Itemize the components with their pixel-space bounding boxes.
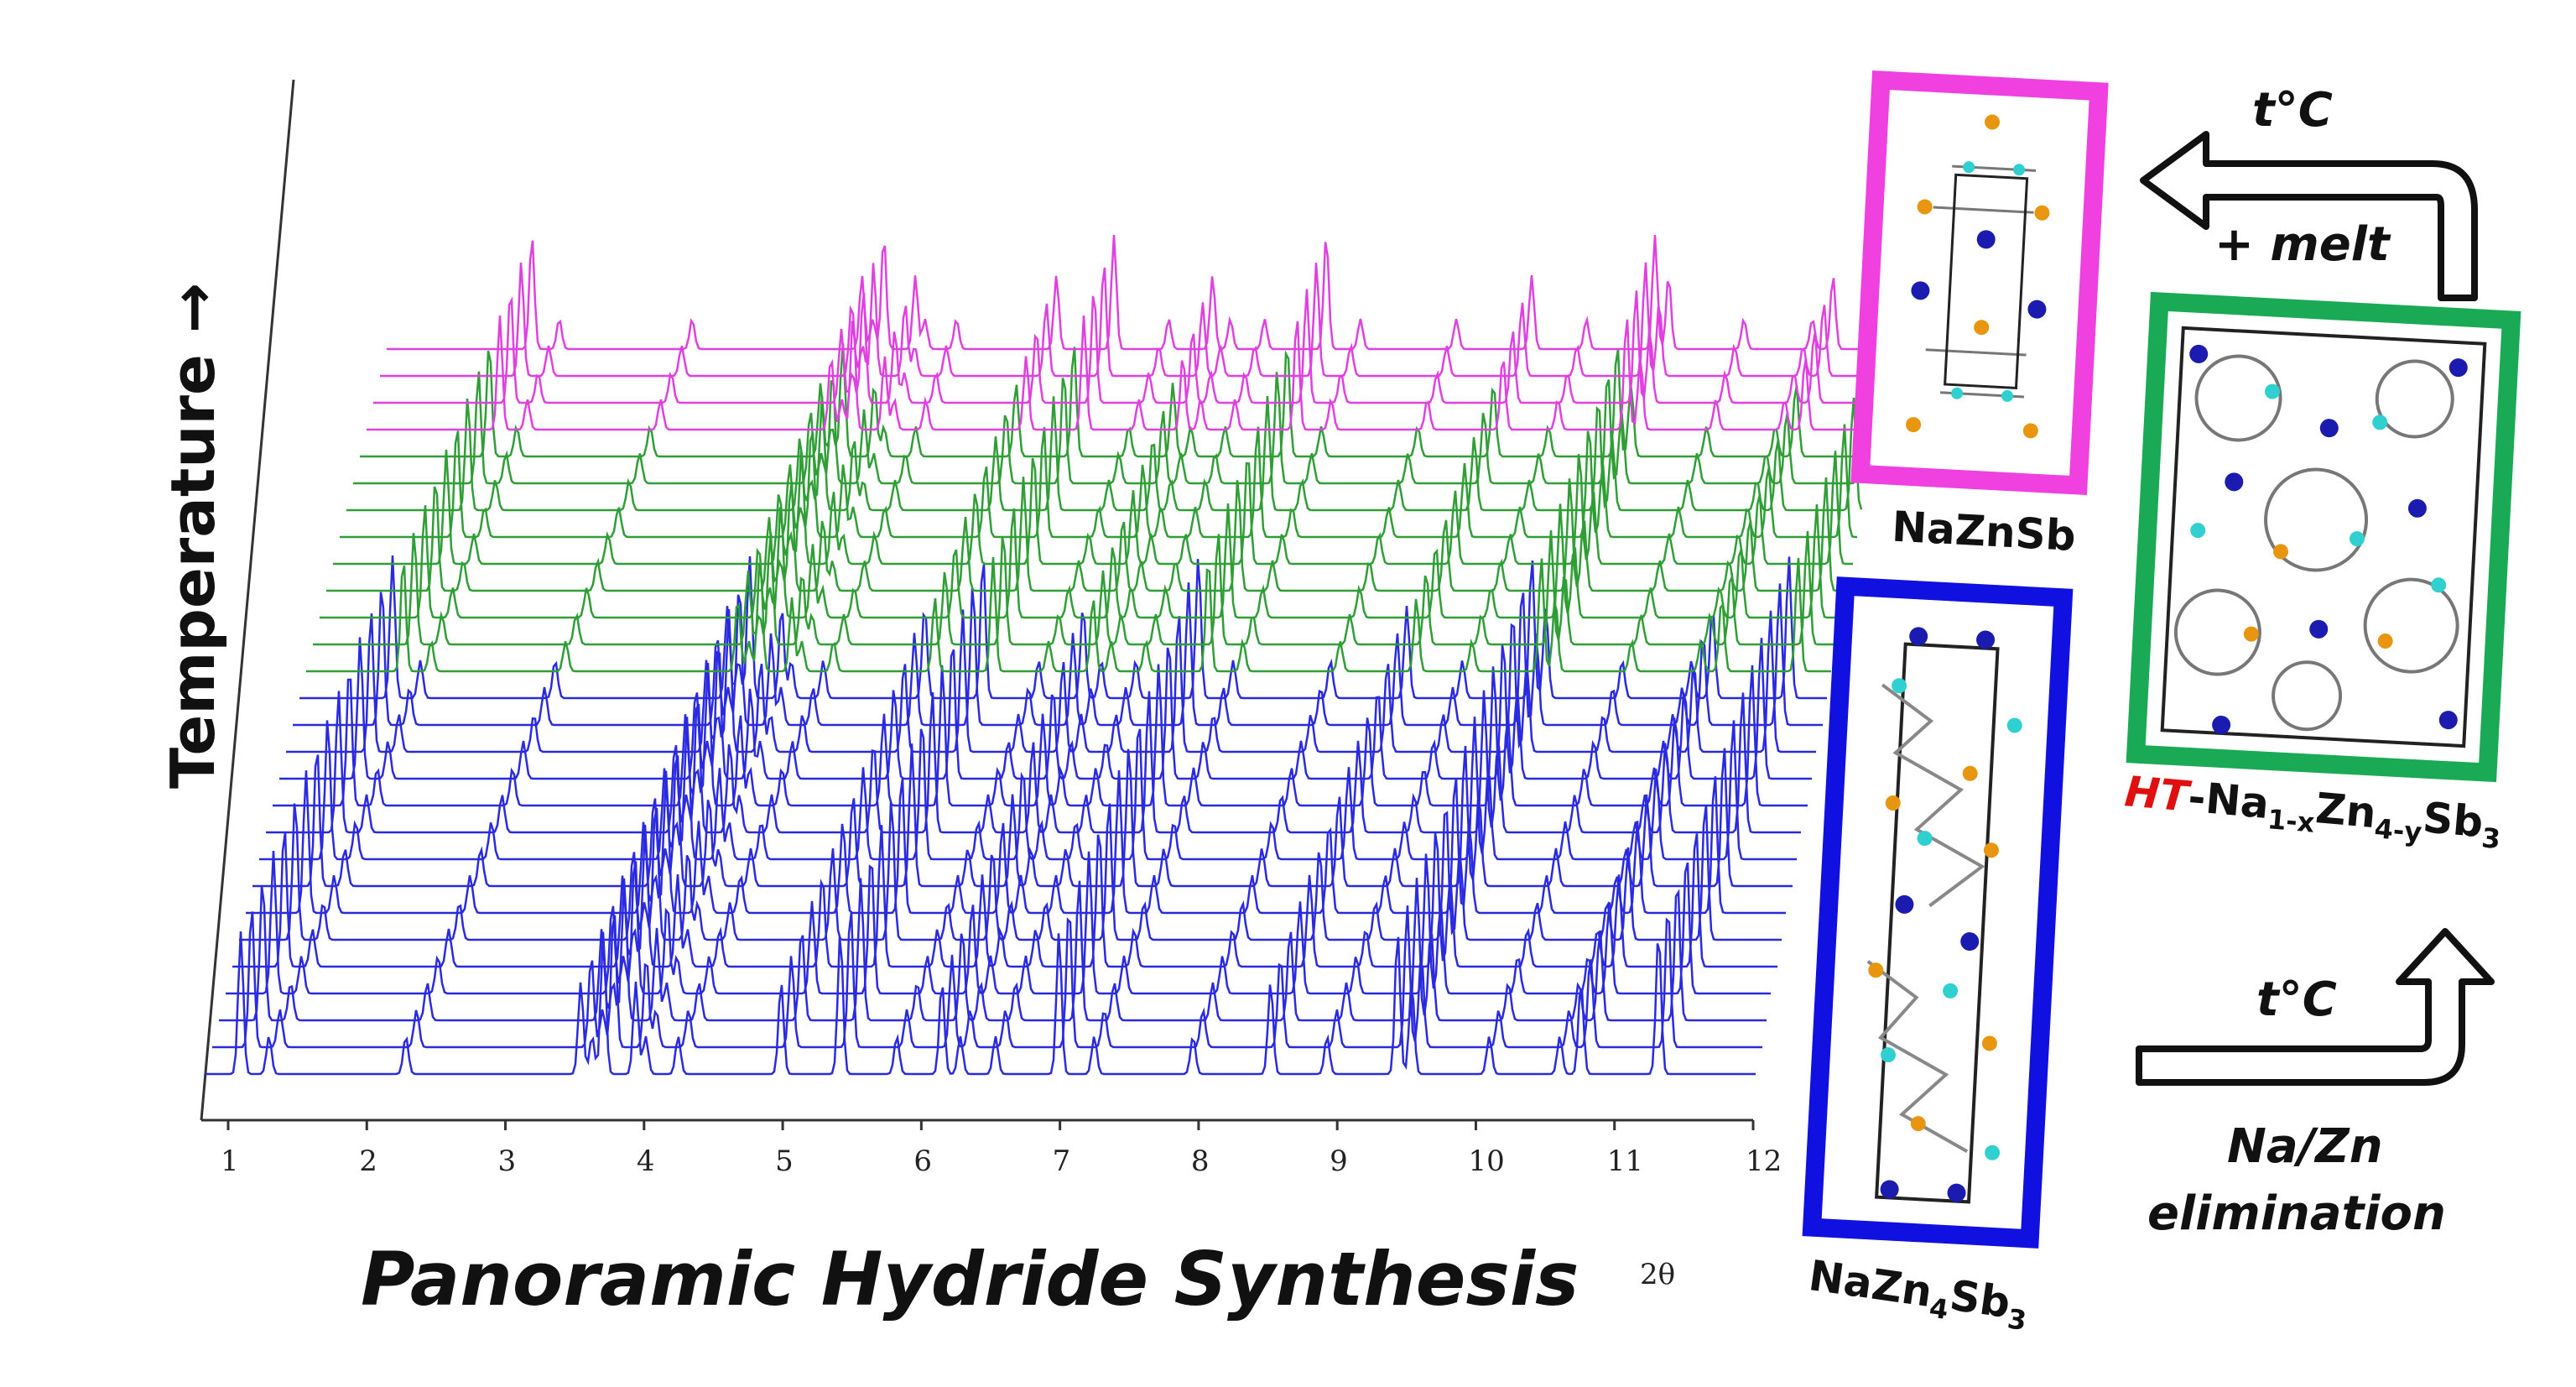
diffraction-trace bbox=[232, 824, 1777, 968]
diffraction-trace bbox=[346, 395, 1863, 512]
diffraction-trace bbox=[299, 555, 1827, 700]
top-arrow-melt: + melt bbox=[2214, 217, 2391, 272]
ht-structure: HT-Na1-xZn4-ySb3 bbox=[2122, 291, 2521, 855]
top-arrow-temp: t°C bbox=[2252, 83, 2333, 138]
diffraction-trace bbox=[367, 315, 1878, 431]
diffraction-trace bbox=[293, 582, 1823, 727]
diffraction-trace bbox=[206, 931, 1756, 1076]
diffraction-trace bbox=[306, 556, 1831, 673]
bottom-arrow-elimination: elimination bbox=[2147, 1186, 2446, 1241]
diffraction-trace bbox=[273, 662, 1808, 807]
figure-title: Panoramic Hydride Synthesis bbox=[361, 1236, 1579, 1322]
diffraction-trace bbox=[259, 717, 1797, 861]
bottom-arrow-temp: t°C bbox=[2256, 972, 2337, 1027]
x-tick-label: 6 bbox=[913, 1145, 932, 1178]
naznsb-structure: NaZnSb bbox=[1850, 70, 2109, 561]
y-axis-label: Temperature → bbox=[158, 283, 228, 789]
nazn4sb3-structure: NaZn4Sb3 bbox=[1802, 576, 2074, 1337]
diffraction-trace bbox=[226, 850, 1771, 995]
diffraction-trace bbox=[279, 637, 1812, 780]
top-process-arrow: t°C + melt bbox=[2140, 83, 2478, 301]
diffraction-trace bbox=[387, 234, 1892, 351]
diffraction-trace bbox=[326, 477, 1846, 592]
diffraction-trace bbox=[333, 449, 1853, 566]
nazn4sb3-label: NaZn4Sb3 bbox=[1805, 1251, 2032, 1337]
diffraction-trace bbox=[239, 802, 1782, 941]
naznsb-label: NaZnSb bbox=[1891, 503, 2077, 561]
diffraction-traces bbox=[206, 234, 1892, 1076]
diffraction-trace bbox=[252, 743, 1793, 888]
diffraction-trace bbox=[313, 530, 1838, 646]
x-tick-label: 1 bbox=[221, 1145, 239, 1178]
bottom-arrow-nazn: Na/Zn bbox=[2227, 1119, 2383, 1174]
diffraction-trace bbox=[380, 262, 1887, 378]
diffraction-trace bbox=[353, 371, 1870, 485]
ht-label: HT-Na1-xZn4-ySb3 bbox=[2122, 767, 2504, 855]
x-tick-label: 9 bbox=[1330, 1145, 1348, 1178]
x-tick-label: 4 bbox=[637, 1145, 655, 1178]
diffraction-trace bbox=[286, 609, 1816, 753]
diffraction-trace bbox=[320, 503, 1842, 619]
diffraction-trace bbox=[360, 342, 1874, 458]
diffraction-trace bbox=[266, 690, 1801, 834]
diffraction-trace bbox=[373, 289, 1884, 404]
x-axis-label: 2θ bbox=[1640, 1258, 1675, 1291]
diffraction-trace bbox=[212, 905, 1762, 1049]
x-tick-label: 7 bbox=[1053, 1145, 1071, 1178]
x-tick-label: 8 bbox=[1191, 1145, 1210, 1178]
x-tick-label: 12 bbox=[1746, 1145, 1782, 1178]
x-tick-label: 2 bbox=[359, 1145, 377, 1178]
diffraction-trace bbox=[219, 878, 1767, 1022]
x-tick-label: 10 bbox=[1468, 1145, 1504, 1178]
x-tick-label: 5 bbox=[775, 1145, 794, 1178]
x-tick-label: 3 bbox=[498, 1145, 517, 1178]
diffraction-trace bbox=[246, 769, 1786, 915]
x-tick-label: 11 bbox=[1607, 1145, 1643, 1178]
depth-axis bbox=[200, 79, 295, 1121]
bottom-process-arrow: t°C Na/Zn elimination bbox=[2136, 928, 2495, 1241]
